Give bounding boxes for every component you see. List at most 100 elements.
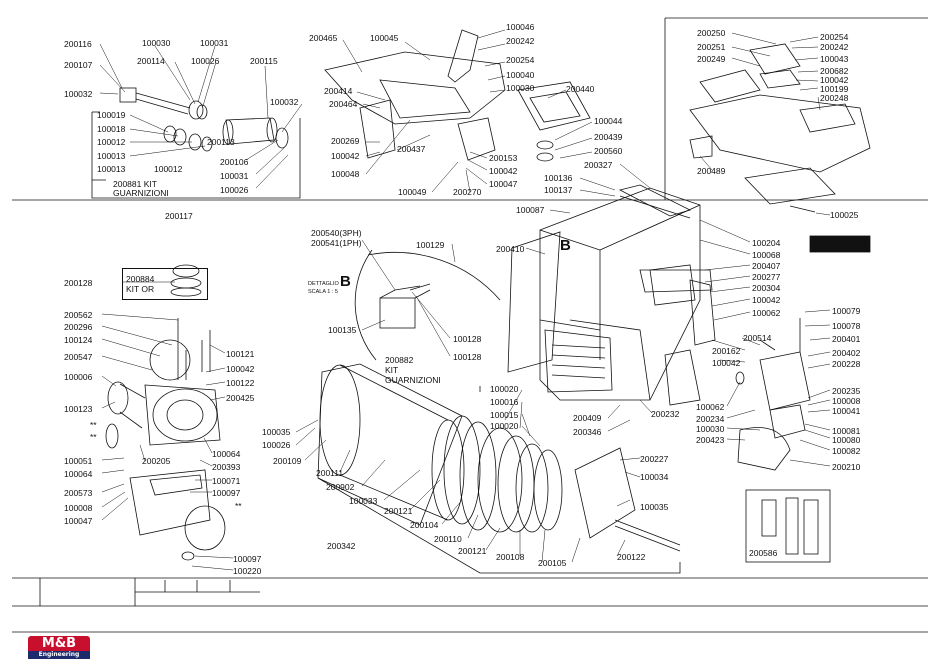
part-200541: 200541(1PH) <box>311 238 362 248</box>
part-200254-b: 200254 <box>820 32 849 42</box>
part-200414: 200414 <box>324 86 353 96</box>
part-200560: 200560 <box>594 146 623 156</box>
part-200439: 200439 <box>594 132 623 142</box>
part-100016: 100016 <box>490 397 519 407</box>
part-100035-b: 100035 <box>640 502 669 512</box>
part-100123: 100123 <box>64 404 93 414</box>
part-200242: 200242 <box>506 36 535 46</box>
detail-letter: B <box>340 273 351 290</box>
view-letter: B <box>560 237 571 254</box>
part-200346: 200346 <box>573 427 602 437</box>
part-200153: 200153 <box>489 153 518 163</box>
part-200121-b: 200121 <box>458 546 487 556</box>
part-100026-c: 100026 <box>262 440 291 450</box>
part-100049: 100049 <box>398 187 427 197</box>
black-tab <box>809 235 871 253</box>
part-100042-d: 100042 <box>752 295 781 305</box>
part-100128: 100128 <box>453 334 482 344</box>
kit-200882-kit: KIT <box>385 365 399 375</box>
part-200121: 200121 <box>384 506 413 516</box>
part-100013: 100013 <box>97 151 126 161</box>
part-200114: 200114 <box>137 56 165 66</box>
part-100035: 100035 <box>262 427 291 437</box>
part-100080: 100080 <box>832 435 861 445</box>
part-200586: 200586 <box>749 548 778 558</box>
part-200562: 200562 <box>64 310 93 320</box>
part-100042-b: 100042 <box>489 166 518 176</box>
part-200251: 200251 <box>697 42 726 52</box>
part-100042-e: 100042 <box>712 358 741 368</box>
part-100025: 100025 <box>830 210 859 220</box>
part-100031: 100031 <box>200 38 229 48</box>
part-200269: 200269 <box>331 136 360 146</box>
part-100030-c: 100030 <box>696 424 725 434</box>
part-100204: 100204 <box>752 238 781 248</box>
part-100012: 100012 <box>97 137 126 147</box>
detail-title: DETTAGLIO <box>308 281 339 287</box>
part-100220: 100220 <box>233 566 262 576</box>
part-100122: 100122 <box>226 378 255 388</box>
part-200440: 200440 <box>566 84 595 94</box>
part-100078: 100078 <box>832 321 861 331</box>
part-100081: 100081 <box>832 426 861 436</box>
part-200573: 200573 <box>64 488 93 498</box>
kit-200881-number: 200881 KIT <box>113 179 157 189</box>
part-100026-b: 100026 <box>220 185 249 195</box>
part-200116: 200116 <box>64 39 92 49</box>
part-200228: 200228 <box>832 359 861 369</box>
part-100045: 100045 <box>370 33 399 43</box>
part-200210: 200210 <box>832 462 861 472</box>
kit-200882-number: 200882 <box>385 355 414 365</box>
part-200205: 200205 <box>142 456 171 466</box>
part-200489: 200489 <box>697 166 726 176</box>
part-100136: 100136 <box>544 173 573 183</box>
part-100015: 100015 <box>490 410 519 420</box>
part-200902: 200902 <box>326 482 355 492</box>
kit-200884-number: 200884 <box>126 274 155 284</box>
part-100064-b: 100064 <box>64 469 93 479</box>
part-200128: 200128 <box>64 278 93 288</box>
part-100047: 100047 <box>489 179 518 189</box>
part-100121: 100121 <box>226 349 255 359</box>
part-200682: 200682 <box>820 66 849 76</box>
part-100026: 100026 <box>191 56 220 66</box>
part-200465: 200465 <box>309 33 338 43</box>
part-200249: 200249 <box>697 54 726 64</box>
part-100018: 100018 <box>97 124 126 134</box>
part-100008-b: 100008 <box>64 503 93 513</box>
part-100047-b: 100047 <box>64 516 93 526</box>
part-100071: 100071 <box>212 476 241 486</box>
part-200464: 200464 <box>329 99 358 109</box>
part-100042-c: 100042 <box>820 75 849 85</box>
part-100051: 100051 <box>64 456 93 466</box>
kit-200884-text: KIT OR <box>126 284 155 294</box>
part-200235: 200235 <box>832 386 861 396</box>
double-star-2: ** <box>90 432 97 442</box>
part-200342: 200342 <box>327 541 356 551</box>
part-200547: 200547 <box>64 352 93 362</box>
part-200242-b: 200242 <box>820 42 849 52</box>
part-200409: 200409 <box>573 413 602 423</box>
double-star-3: ** <box>235 501 242 511</box>
part-200393: 200393 <box>212 462 241 472</box>
part-100034: 100034 <box>640 472 669 482</box>
part-100032: 100032 <box>64 89 93 99</box>
part-100043: 100043 <box>820 54 849 64</box>
part-100064: 100064 <box>212 449 241 459</box>
part-100087: 100087 <box>516 205 545 215</box>
part-100062-b: 100062 <box>696 402 725 412</box>
part-100048: 100048 <box>331 169 360 179</box>
detail-scale: SCALA 1 : 5 <box>308 289 338 295</box>
part-200304: 200304 <box>752 283 781 293</box>
part-200540: 200540(3PH) <box>311 228 362 238</box>
part-200425: 200425 <box>226 393 255 403</box>
part-200111: 200111 <box>316 468 344 478</box>
part-100013-b: 100013 <box>97 164 126 174</box>
part-100046: 100046 <box>506 22 535 32</box>
part-200410: 200410 <box>496 244 525 254</box>
part-100129: 100129 <box>416 240 445 250</box>
part-200117: 200117 <box>165 211 193 221</box>
part-200277: 200277 <box>752 272 781 282</box>
part-200296: 200296 <box>64 322 93 332</box>
